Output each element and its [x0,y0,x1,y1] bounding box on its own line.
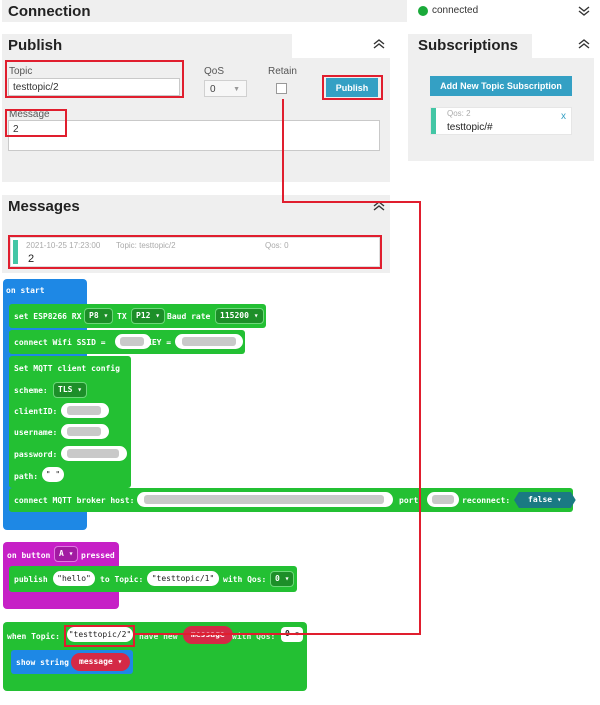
qos-select-value: 0 [210,84,216,95]
baud-rate-dropdown[interactable]: 115200 ▾ [215,308,264,324]
reconnect-dropdown[interactable]: false ▾ [514,492,576,508]
retain-checkbox[interactable] [276,83,287,94]
message-timestamp: 2021-10-25 17:23:00 [26,241,101,250]
set-esp8266-block[interactable]: set ESP8266 RX P8 ▾ TX P12 ▾ Baud rate 1… [9,304,266,328]
message-textarea[interactable]: 2 [8,120,380,151]
connector-line-h2 [135,633,421,635]
when-topic-field[interactable]: "testtopic/2" [67,627,133,642]
status-dot-icon [418,6,428,16]
topic-label: Topic [9,66,33,77]
retain-label: Retain [268,66,297,77]
client-id-field[interactable] [61,403,109,418]
password-field[interactable] [61,446,127,461]
wifi-key-field[interactable] [175,334,243,349]
show-string-message-dropdown[interactable]: message ▾ [71,653,131,671]
connect-broker-block[interactable]: connect MQTT broker host: port reconnect… [9,488,576,512]
messages-title: Messages [8,198,80,215]
subscription-item[interactable]: Qos: 2 testtopic/# x [430,107,572,135]
publish-block[interactable]: publish "hello" to Topic: "testtopic/1" … [9,566,297,592]
publish-title: Publish [8,37,63,54]
connector-line-v2 [419,201,421,635]
rx-pin-dropdown[interactable]: P8 ▾ [84,308,114,324]
subscription-topic: testtopic/# [447,122,493,133]
message-label: Message [9,109,50,120]
publish-qos-dropdown[interactable]: 0 ▾ [270,571,295,587]
publish-title-tab [2,34,292,58]
message-color-bar [13,240,18,264]
qos-select[interactable]: 0 ▼ [204,80,247,97]
subscriptions-collapse-icon[interactable] [578,38,590,51]
publish-collapse-icon[interactable] [373,38,385,51]
add-subscription-button[interactable]: Add New Topic Subscription [430,76,572,96]
message-item-highlight [8,235,382,269]
subscription-color-bar [431,108,436,134]
connection-header[interactable]: Connection [2,0,407,22]
topic-input[interactable]: testtopic/2 [8,78,180,96]
chevron-down-icon: ▼ [233,86,240,93]
message-payload: 2 [28,253,35,265]
wifi-ssid-field[interactable] [115,334,151,349]
path-field[interactable]: " " [42,467,64,482]
tx-pin-dropdown[interactable]: P12 ▾ [131,308,166,324]
publish-topic-field[interactable]: "testtopic/1" [147,571,219,586]
on-start-label: on start [6,286,45,295]
qos-label: QoS [204,66,225,77]
broker-host-field[interactable] [137,492,393,507]
subscription-qos: Qos: 2 [447,109,471,118]
button-dropdown[interactable]: A ▾ [54,546,79,562]
status-text: connected [432,5,479,16]
subscriptions-title-tab [408,34,532,58]
subscriptions-title: Subscriptions [418,37,519,54]
publish-button[interactable]: Publish [326,78,378,97]
connector-line-h1 [282,201,421,203]
connection-collapse-icon[interactable] [578,5,590,18]
connect-wifi-block[interactable]: connect Wifi SSID = KEY = [9,330,245,354]
broker-port-field[interactable] [427,492,459,507]
username-field[interactable] [61,424,109,439]
scheme-dropdown[interactable]: TLS ▾ [53,382,88,398]
show-string-block[interactable]: show string message ▾ [11,650,133,674]
message-variable[interactable]: message [183,626,233,644]
message-item[interactable]: 2021-10-25 17:23:00 Topic: testtopic/2 Q… [10,237,380,267]
message-topic: Topic: testtopic/2 [116,241,176,250]
close-icon[interactable]: x [561,111,566,122]
publish-button-highlight [322,75,383,100]
when-topic-highlight [64,625,135,647]
message-highlight [5,109,67,137]
topic-highlight [5,60,184,98]
connection-title: Connection [8,3,91,20]
mqtt-config-block[interactable]: Set MQTT client config scheme: TLS ▾ cli… [9,356,131,488]
publish-payload-field[interactable]: "hello" [53,571,95,586]
message-qos: Qos: 0 [265,241,289,250]
connector-line-v1 [282,99,284,202]
